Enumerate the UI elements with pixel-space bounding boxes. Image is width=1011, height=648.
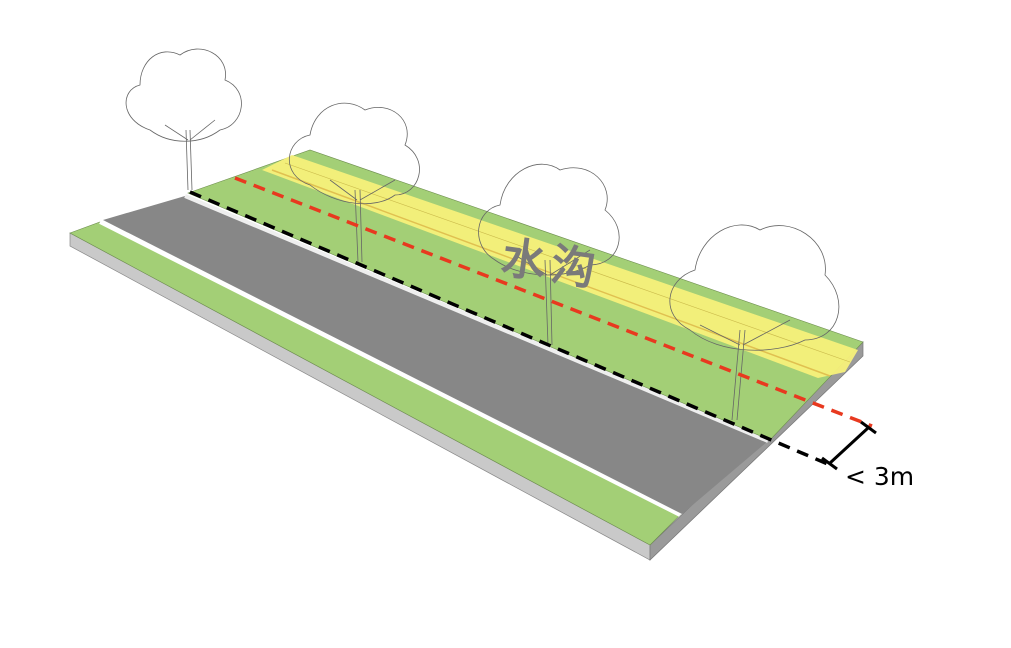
ditch-line [271,169,831,377]
dimension-marker [821,420,877,471]
ditch-line [284,162,851,363]
ditch [262,155,858,378]
black-boundary-line [189,190,831,467]
back-curb [184,194,769,443]
tree-icon [478,163,620,346]
ditch-label: 水沟 [498,232,605,297]
road [103,196,768,514]
tree-icon [125,48,242,191]
red-boundary-line [234,176,873,428]
front-curb [99,220,681,517]
distance-label: < 3m [845,462,915,491]
